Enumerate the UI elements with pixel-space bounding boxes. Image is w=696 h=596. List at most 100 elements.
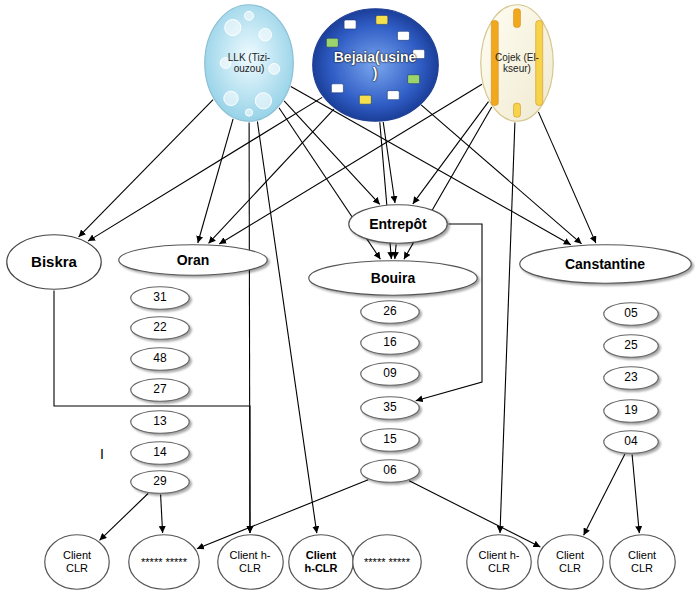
node-label: Client h-CLR bbox=[228, 549, 272, 574]
client-oval: ***** ***** bbox=[352, 534, 422, 590]
node-text: 48 bbox=[141, 352, 180, 366]
node-text: ***** ***** bbox=[141, 556, 188, 569]
bubble-icon bbox=[224, 91, 238, 105]
node-label: 23 bbox=[613, 371, 649, 385]
client-oval: Client CLR bbox=[44, 534, 110, 590]
wilaya-oval: 16 bbox=[360, 331, 420, 355]
bubble-icon bbox=[225, 20, 241, 36]
bottle-icon bbox=[536, 21, 543, 106]
node-label: 14 bbox=[141, 446, 180, 460]
wilaya-oval: 27 bbox=[130, 378, 190, 402]
flow-arrow bbox=[198, 119, 233, 243]
flow-arrow bbox=[197, 480, 368, 549]
node-label: 26 bbox=[371, 305, 410, 319]
oval-shape bbox=[361, 332, 420, 355]
depot-oval: Canstantine bbox=[519, 244, 692, 284]
node-label: Entrepôt bbox=[365, 216, 432, 232]
node-label: ***** ***** bbox=[364, 556, 410, 569]
product-icon bbox=[397, 31, 409, 40]
node-label: 13 bbox=[141, 415, 180, 429]
bottle-icon bbox=[514, 103, 521, 117]
wilaya-oval: 22 bbox=[130, 316, 190, 340]
node-label: 06 bbox=[371, 464, 410, 478]
client-oval: Client h-CLR bbox=[217, 534, 284, 590]
node-text: 14 bbox=[141, 446, 180, 460]
oval-shape bbox=[131, 411, 190, 434]
wilaya-oval: 48 bbox=[130, 347, 190, 371]
oval-shape bbox=[604, 431, 659, 454]
node-label: Client CLR bbox=[620, 549, 664, 574]
node-label: 22 bbox=[141, 321, 180, 335]
flow-arrow bbox=[209, 109, 334, 243]
oval-shape bbox=[604, 367, 659, 390]
wilaya-oval: 04 bbox=[603, 430, 659, 454]
oval-shape bbox=[289, 535, 354, 590]
node-label: 48 bbox=[141, 352, 180, 366]
bubble-icon bbox=[269, 64, 280, 75]
oval-shape bbox=[131, 471, 190, 494]
node-label: 04 bbox=[613, 435, 649, 449]
node-label: 16 bbox=[371, 336, 410, 350]
node-text: 29 bbox=[141, 475, 180, 489]
plant-oval: LLK (Tizi-ouzou) bbox=[204, 4, 294, 122]
node-label: 19 bbox=[613, 404, 649, 418]
node-label: Bouira bbox=[335, 270, 451, 286]
oval-shape bbox=[129, 535, 200, 590]
bubble-icon bbox=[255, 93, 271, 109]
product-icon bbox=[326, 38, 338, 47]
node-label: Client h-CLR bbox=[300, 549, 343, 574]
node-text: 23 bbox=[613, 371, 649, 385]
node-text: 25 bbox=[613, 339, 649, 353]
flow-arrow bbox=[100, 494, 149, 541]
node-text: 09 bbox=[371, 367, 410, 381]
node-text: Bouira bbox=[335, 270, 451, 286]
node-text: 15 bbox=[371, 433, 410, 447]
wilaya-oval: 09 bbox=[360, 362, 420, 386]
client-oval: ***** ***** bbox=[128, 534, 200, 590]
flow-arrow bbox=[416, 224, 482, 401]
flow-arrow bbox=[88, 97, 322, 241]
wilaya-oval: 31 bbox=[130, 286, 190, 310]
oval-shape bbox=[481, 5, 554, 122]
product-icon bbox=[344, 20, 356, 29]
bottle-icon bbox=[514, 9, 521, 28]
wilaya-oval: 14 bbox=[130, 441, 190, 465]
oval-shape bbox=[537, 535, 603, 590]
client-oval: Client h-CLR bbox=[288, 534, 354, 590]
node-text: 19 bbox=[613, 404, 649, 418]
oval-shape bbox=[131, 442, 190, 465]
oval-shape bbox=[467, 535, 532, 590]
node-text: Client CLR bbox=[56, 549, 99, 574]
oval-shape bbox=[131, 317, 190, 340]
node-label: 09 bbox=[371, 367, 410, 381]
oval-shape bbox=[119, 245, 268, 276]
product-icon bbox=[375, 15, 387, 24]
oval-shape bbox=[45, 535, 110, 590]
node-text: 16 bbox=[371, 336, 410, 350]
wilaya-oval: 25 bbox=[603, 334, 659, 358]
node-text: Oran bbox=[142, 252, 244, 268]
node-text: 05 bbox=[613, 307, 649, 321]
oval-shape bbox=[312, 9, 438, 122]
node-text: ***** ***** bbox=[364, 556, 410, 569]
client-oval: Client CLR bbox=[609, 534, 676, 590]
node-label: 31 bbox=[141, 291, 180, 305]
wilaya-oval: 23 bbox=[603, 366, 659, 390]
oval-shape bbox=[217, 535, 283, 590]
flow-arrow bbox=[584, 454, 625, 535]
oval-shape bbox=[361, 301, 420, 324]
node-text: 13 bbox=[141, 415, 180, 429]
oval-shape bbox=[609, 535, 675, 590]
depot-oval: Oran bbox=[118, 244, 268, 276]
node-text: 26 bbox=[371, 305, 410, 319]
node-label: 27 bbox=[141, 383, 180, 397]
product-icon bbox=[387, 91, 399, 100]
node-text: Bejaia(usine) bbox=[332, 49, 418, 81]
flow-arrow bbox=[413, 102, 489, 204]
flow-arrow bbox=[161, 495, 163, 534]
oval-shape bbox=[131, 348, 190, 371]
flow-arrow bbox=[632, 455, 639, 534]
oval-shape bbox=[604, 335, 659, 358]
node-label: 15 bbox=[371, 433, 410, 447]
